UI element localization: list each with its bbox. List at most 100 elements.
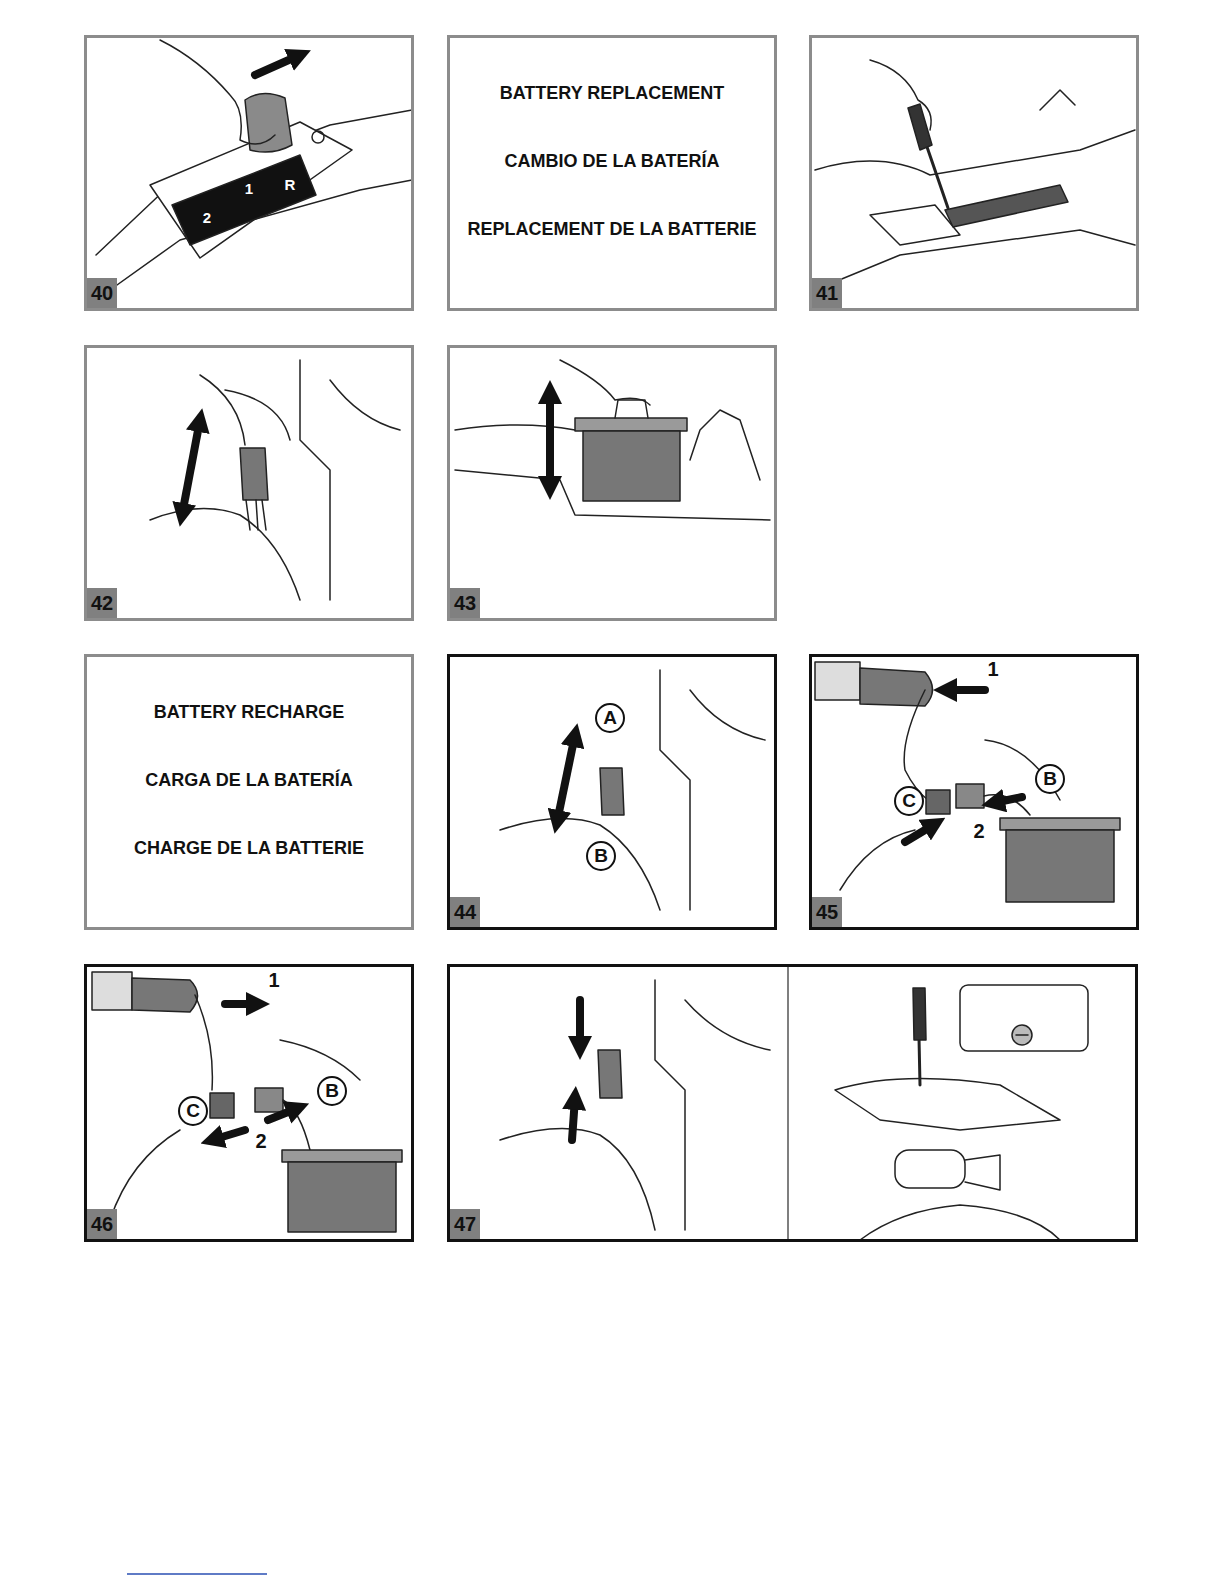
figure-panel: 47 <box>447 964 1138 1242</box>
figure-panel: 46CB <box>84 964 414 1242</box>
panel-47-art <box>500 966 1088 1240</box>
step-number: 2 <box>973 820 984 843</box>
title-measure: CAMBIO DE LA BATERÍA <box>505 151 720 171</box>
drawing-stroke <box>984 795 1030 815</box>
figure-panel: 43 <box>447 345 777 621</box>
drawing-stroke <box>690 410 760 480</box>
drawing-stroke <box>268 1108 298 1120</box>
gear-marking: R <box>285 176 296 193</box>
callout-letter: C <box>896 788 922 814</box>
callout-circle: A <box>595 703 625 733</box>
drawing-stroke <box>455 425 770 520</box>
figure-number: 43 <box>450 588 480 618</box>
figure-panel: 44 A B <box>447 654 777 930</box>
drawing-stroke <box>572 1098 575 1140</box>
title-measure: BATTERY RECHARGE <box>154 702 345 722</box>
drawing-stroke <box>255 1088 283 1112</box>
callout-letter: C <box>180 1098 206 1124</box>
title-panel: BATTERY REPLACEMENT CAMBIO DE LA BATERÍA R… <box>447 35 777 311</box>
drawing-stroke <box>312 131 324 143</box>
drawing-stroke <box>300 360 330 600</box>
title-line: BATTERY REPLACEMENT <box>450 83 774 104</box>
drawing-stroke <box>212 1130 245 1140</box>
callout-circle: B <box>317 1076 347 1106</box>
drawing-stroke <box>1006 830 1114 902</box>
drawing-stroke <box>615 400 648 418</box>
callout-circle: B <box>586 841 616 871</box>
drawing-stroke <box>815 130 1135 175</box>
callout-circle: C <box>178 1096 208 1126</box>
drawing-stroke <box>835 1079 1060 1130</box>
drawing-stroke <box>557 735 575 822</box>
drawing-stroke <box>240 448 268 500</box>
step-number: 1 <box>268 969 279 992</box>
drawing-stroke <box>210 1093 234 1118</box>
title-line: BATTERY RECHARGE <box>87 702 411 723</box>
drawing-stroke <box>92 972 132 1010</box>
drawing-stroke <box>895 1150 965 1188</box>
figure-number: 45 <box>812 897 842 927</box>
figure-number: 44 <box>450 897 480 927</box>
drawing-stroke <box>288 1162 396 1232</box>
drawing-stroke <box>598 1050 622 1098</box>
figure-number: 42 <box>87 588 117 618</box>
figure-panel: 42 <box>84 345 414 621</box>
drawing-stroke <box>150 509 300 600</box>
drawing-stroke <box>965 1155 1000 1190</box>
figure-number: 41 <box>812 278 842 308</box>
callout-circle: C <box>894 786 924 816</box>
drawing-stroke <box>945 686 985 694</box>
drawing-stroke <box>904 690 928 800</box>
drawing-stroke <box>993 797 1022 803</box>
drawing-stroke <box>246 500 266 530</box>
drawing-stroke <box>815 230 1135 290</box>
drawing-stroke <box>110 1130 180 1220</box>
drawing-stroke <box>200 375 290 445</box>
drawing-stroke <box>575 418 687 431</box>
drawing-stroke <box>945 185 1068 227</box>
panel-44-art <box>500 670 765 910</box>
drawing-stroke <box>132 978 198 1012</box>
figure-number: 40 <box>87 278 117 308</box>
panel-40-art <box>96 40 412 300</box>
callout-letter: A <box>597 705 623 731</box>
title-measure: REPLACEMENT DE LA BATTERIE <box>467 219 756 239</box>
drawing-stroke <box>690 690 765 740</box>
drawing-stroke <box>926 790 950 814</box>
title-line: CAMBIO DE LA BATERÍA <box>450 151 774 172</box>
drawing-stroke <box>546 392 554 488</box>
callout-letter: B <box>319 1078 345 1104</box>
drawing-stroke <box>1000 818 1120 830</box>
panel-43-art <box>455 360 770 520</box>
title-panel: BATTERY RECHARGE CARGA DE LA BATERÍA CHARG… <box>84 654 414 930</box>
drawing-stroke <box>160 40 275 144</box>
drawing-stroke <box>282 1150 402 1162</box>
title-line: CARGA DE LA BATERÍA <box>87 770 411 791</box>
callout-letter: B <box>1037 766 1063 792</box>
drawing-stroke <box>330 380 400 430</box>
gear-marking: 2 <box>203 209 211 226</box>
drawing-stroke <box>905 824 935 842</box>
title-measure: CARGA DE LA BATERÍA <box>145 770 352 790</box>
drawing-stroke <box>655 980 685 1230</box>
drawing-stroke <box>182 420 200 515</box>
step-number: 1 <box>987 658 998 681</box>
drawing-stroke <box>913 988 926 1040</box>
title-line: REPLACEMENT DE LA BATTERIE <box>450 219 774 240</box>
drawing-stroke <box>225 1000 258 1008</box>
callout-letter: B <box>588 843 614 869</box>
drawing-stroke <box>172 155 316 245</box>
title-line: CHARGE DE LA BATTERIE <box>87 838 411 859</box>
drawing-stroke <box>1012 1025 1032 1045</box>
drawing-stroke <box>860 1205 1060 1240</box>
drawing-stroke <box>960 985 1088 1051</box>
title-measure: CHARGE DE LA BATTERIE <box>134 838 364 858</box>
drawing-stroke <box>500 819 660 910</box>
drawing-stroke <box>576 1000 584 1048</box>
step-number: 2 <box>255 1130 266 1153</box>
panel-42-art <box>150 360 400 600</box>
drawing-stroke <box>500 1129 655 1230</box>
panel-45-art <box>815 662 1120 902</box>
figure-panel: 40 <box>84 35 414 311</box>
